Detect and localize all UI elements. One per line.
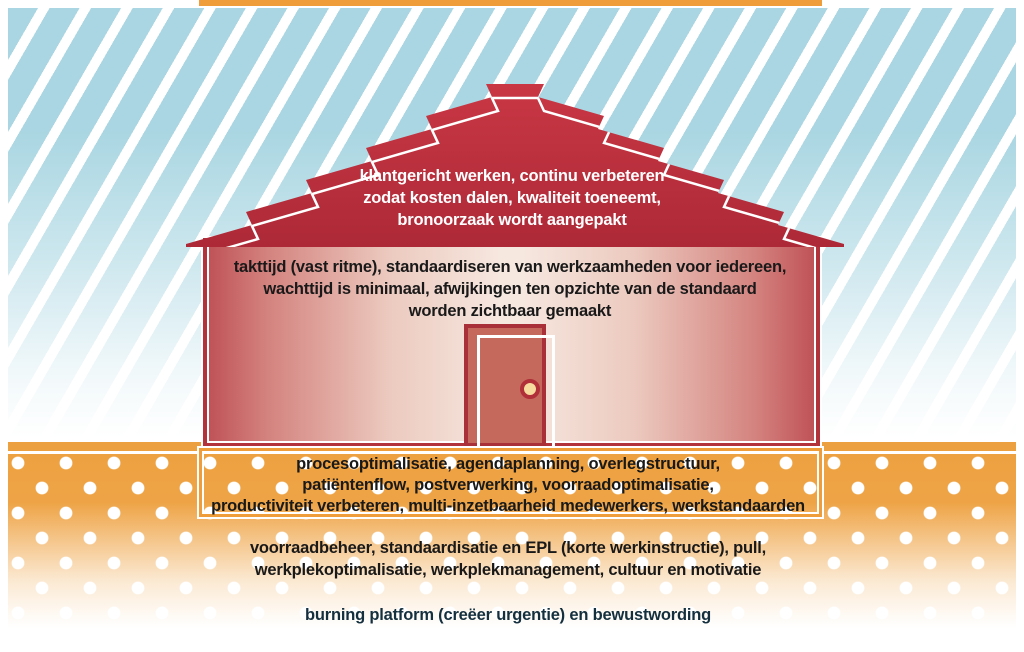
foundation-layer-2-line: werkplekoptimalisatie, werkplekmanagemen… bbox=[254, 561, 762, 579]
roof-text: klantgericht werken, continu verbeteren … bbox=[212, 165, 812, 231]
roof-text-line: zodat kosten dalen, kwaliteit toeneemt, bbox=[363, 189, 661, 207]
foundation-layer-1-line: productiviteit verbeteren, multi-inzetba… bbox=[211, 497, 805, 515]
wall-text-line: worden zichtbaar gemaakt bbox=[408, 302, 612, 320]
foundation-layer-2-line: voorraadbeheer, standaardisatie en EPL (… bbox=[249, 539, 767, 557]
door-knob bbox=[520, 379, 540, 399]
wall-text-line: wachttijd is minimaal, afwijkingen ten o… bbox=[263, 280, 757, 298]
foundation-layer-1 bbox=[199, 448, 822, 517]
foundation-layer-2 bbox=[199, 0, 822, 6]
wall-text-line: takttijd (vast ritme), standaardiseren v… bbox=[233, 258, 787, 276]
roof-text-line: klantgericht werken, continu verbeteren bbox=[359, 167, 665, 185]
ground-background bbox=[8, 442, 1016, 644]
door-frame-highlight bbox=[477, 335, 555, 449]
roof-text-line: bronoorzaak wordt aangepakt bbox=[397, 211, 627, 229]
ground-fade-overlay bbox=[8, 442, 1016, 644]
wall-text: takttijd (vast ritme), standaardiseren v… bbox=[207, 256, 813, 322]
base-layer-line: burning platform (creëer urgentie) en be… bbox=[305, 606, 711, 624]
foundation-layer-1-text: procesoptimalisatie, agendaplanning, ove… bbox=[202, 454, 814, 517]
foundation-layer-1-line: patiëntenflow, postverwerking, voorraado… bbox=[302, 476, 714, 494]
foundation-layer-1-line: procesoptimalisatie, agendaplanning, ove… bbox=[296, 455, 720, 473]
foundation-layer-2-text: voorraadbeheer, standaardisatie en EPL (… bbox=[202, 537, 814, 581]
base-layer-text: burning platform (creëer urgentie) en be… bbox=[202, 604, 814, 626]
